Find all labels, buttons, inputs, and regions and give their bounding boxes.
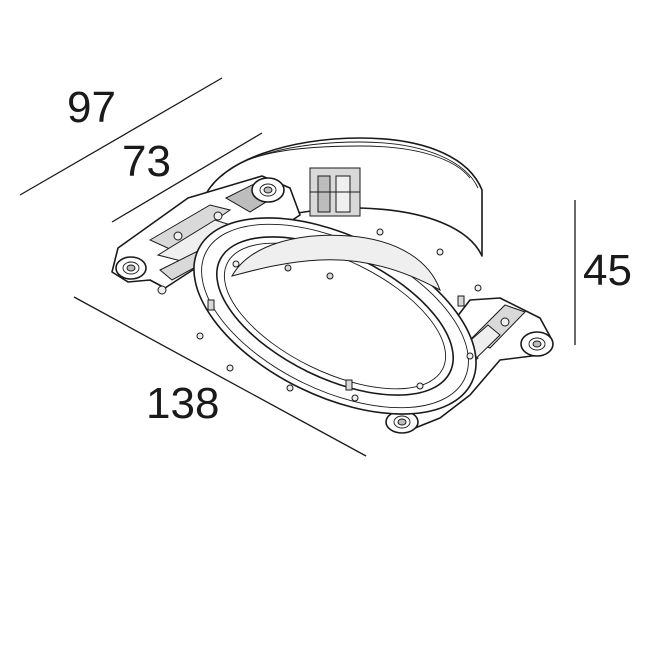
front-ring	[193, 217, 482, 415]
dimension-line-138	[73, 296, 367, 457]
left-bracket	[111, 175, 301, 295]
dimension-label-138: 138	[146, 379, 219, 428]
dimension-line-73	[111, 132, 263, 223]
dimension-line-97	[19, 77, 223, 196]
housing-cylinder	[204, 137, 483, 257]
dimension-label-97: 97	[67, 83, 116, 132]
dimension-label-45: 45	[583, 246, 632, 295]
dimension-label-73: 73	[122, 137, 171, 186]
recessed-housing	[111, 137, 554, 434]
